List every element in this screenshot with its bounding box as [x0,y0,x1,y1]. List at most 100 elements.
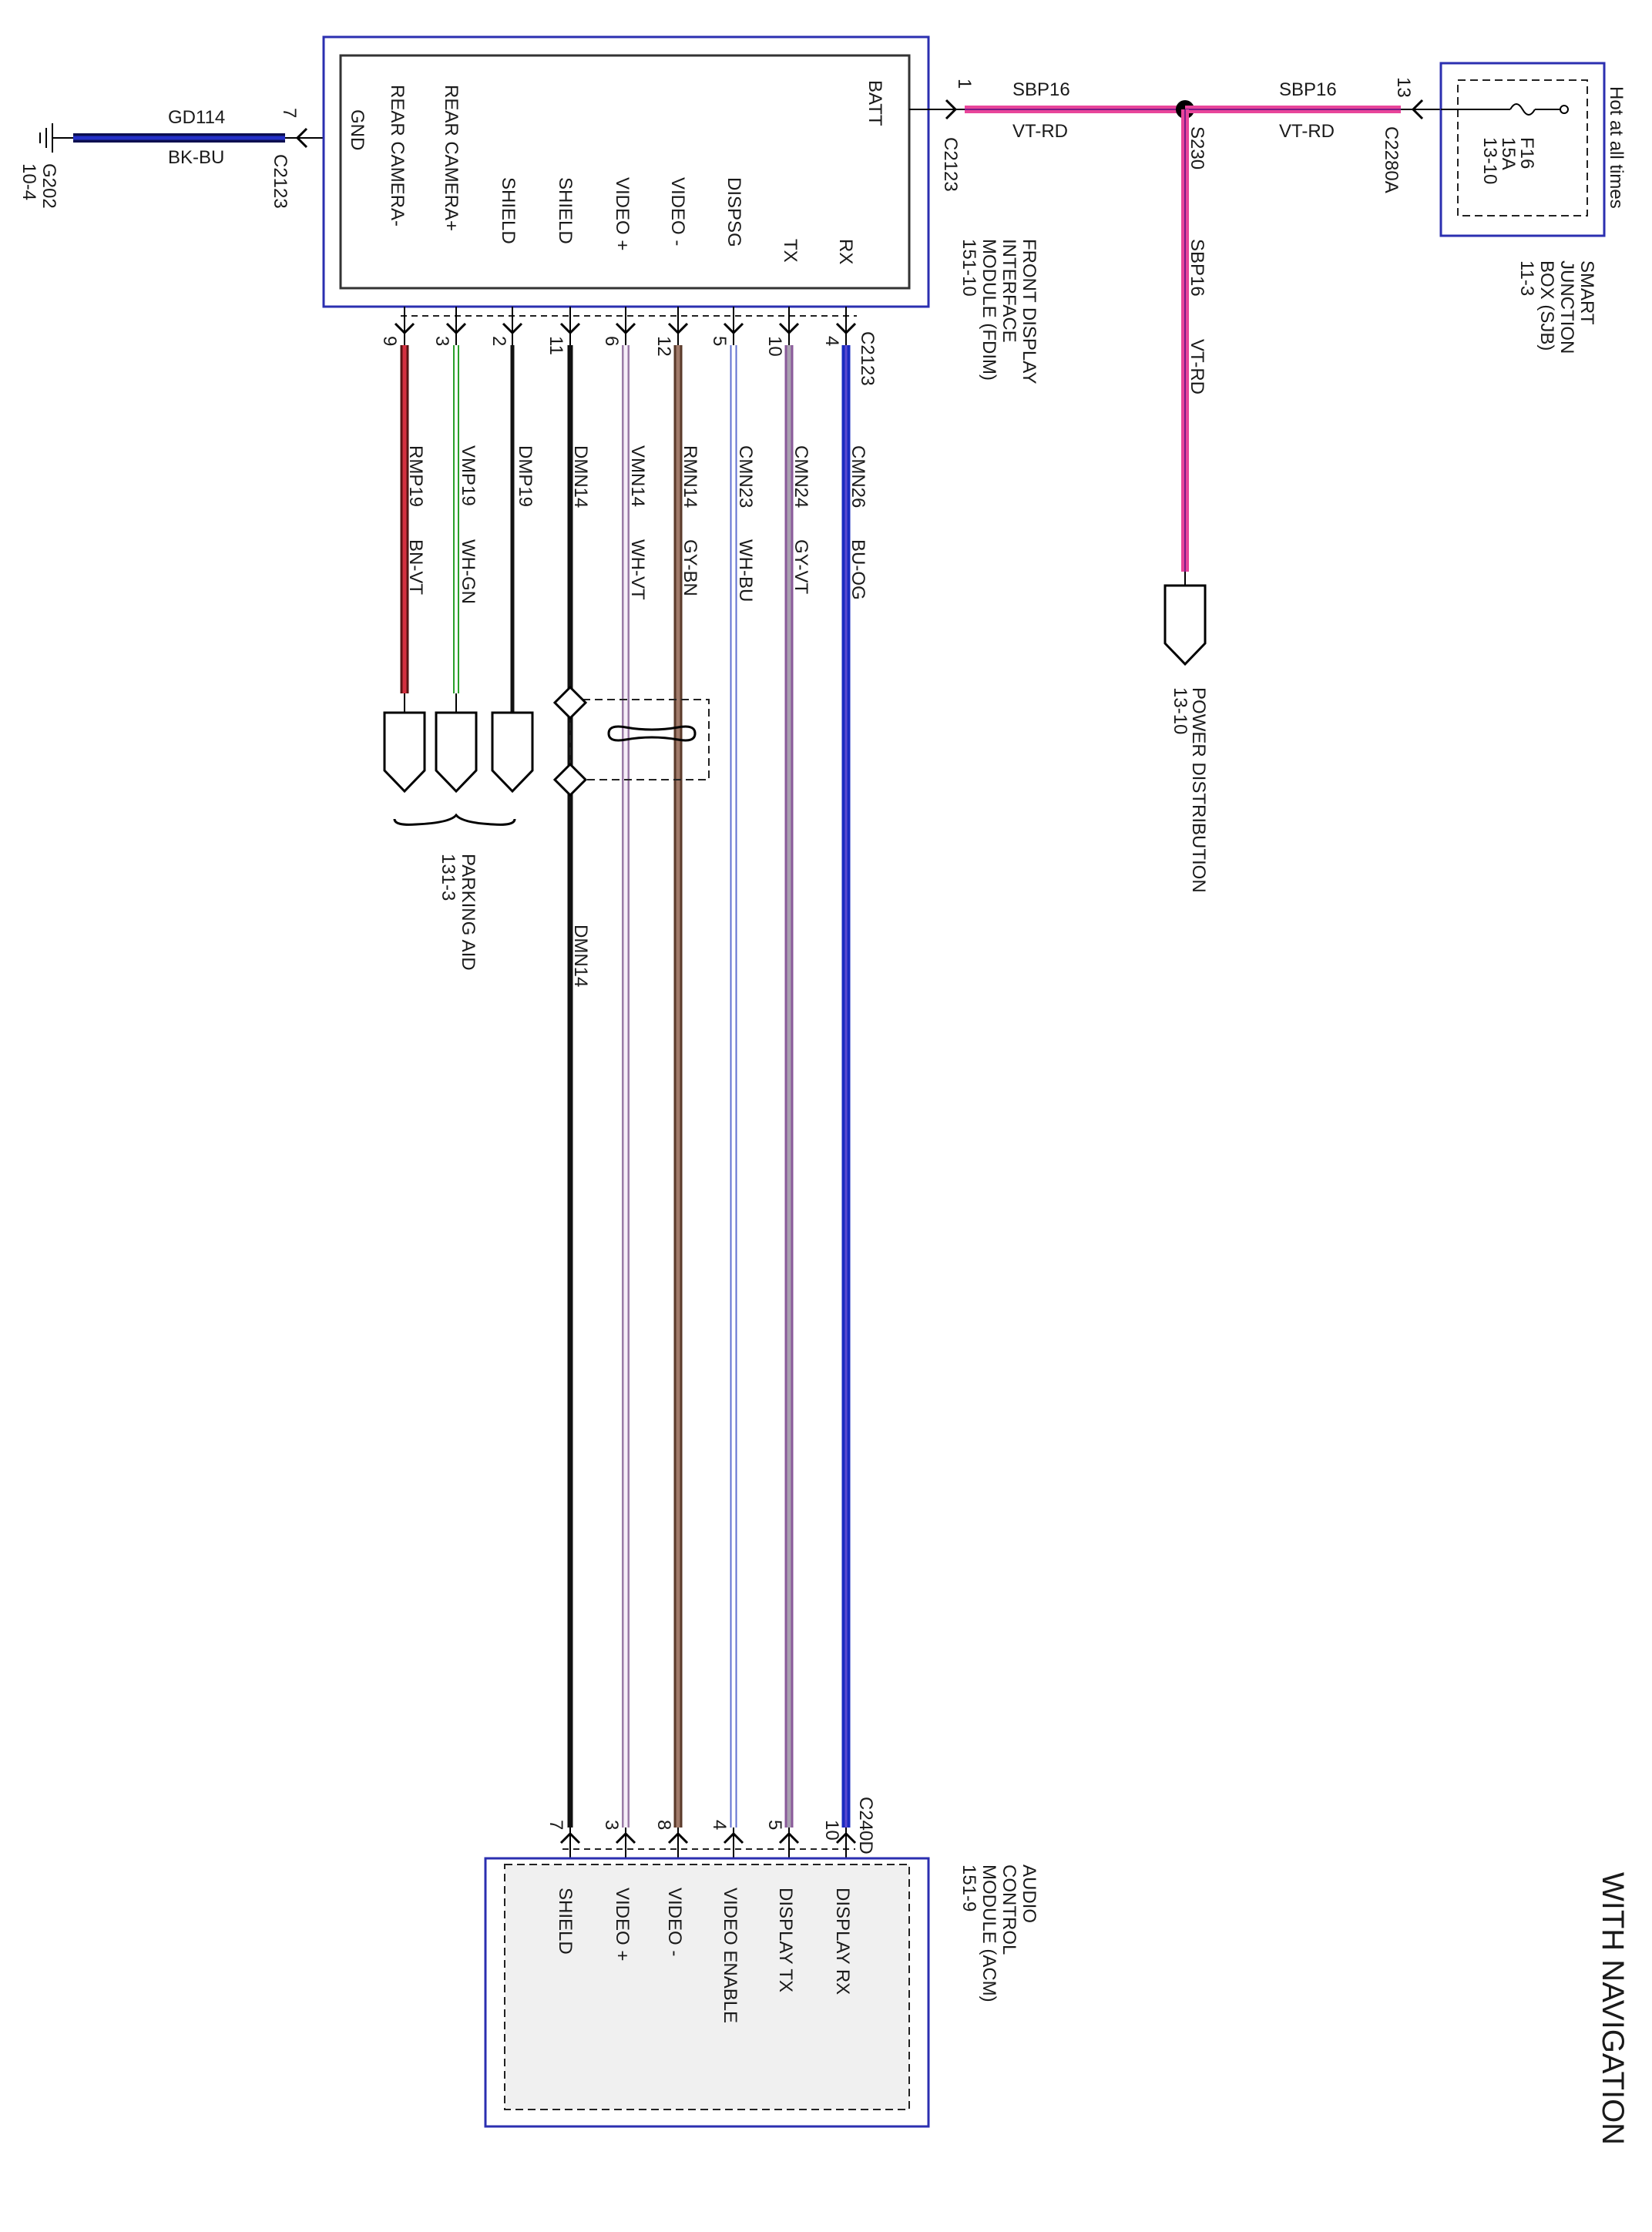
acm-pin-video-enable: VIDEO ENABLE [720,1888,740,2023]
fdim-pin-rear-camera-plus: REAR CAMERA+ [441,85,462,231]
label-vmp19-code: VMP19 [458,445,478,506]
wire-dmn14 [559,307,581,1828]
label-rmp19-color: BN-VT [405,539,426,595]
sjb-terminal-arrow [1411,99,1424,120]
sjb-name-line3: BOX (SJB) [1536,260,1557,351]
sjb-circuit-color: VT-RD [1279,121,1335,142]
parking-aid-label: PARKING AID [458,854,478,971]
power-dist-code: SBP16 [1187,239,1207,297]
label-rmp19-code: RMP19 [405,445,426,507]
pin-num-2: 2 [489,336,509,346]
fdim-pin-video-plus: VIDEO + [612,177,633,250]
acm-module-body [504,1864,910,2110]
fdim-wire-labels: RMP19 BN-VT VMP19 WH-GN DMP19 DMN14 VMN1… [405,445,868,604]
sjb-name-line2: JUNCTION [1556,260,1577,354]
diagram-title: WITH NAVIGATION [1596,1872,1630,2145]
wire-vmn14 [615,307,636,1828]
power-dist-page: 13-10 [1170,687,1190,734]
gnd-terminal-arrow [295,127,308,149]
batt-connector: C2123 [940,137,961,192]
acm-pin-num-3: 3 [601,1820,622,1830]
fdim-name-line3: MODULE (FDIM) [979,239,999,381]
wire-vmp19 [445,307,467,713]
fdim-name-line4: 151-10 [959,239,979,297]
acm-pin-num-10: 10 [821,1820,842,1841]
acm-pin-display-tx: DISPLAY TX [775,1888,796,1992]
parking-aid-connector-1 [383,711,426,794]
fdim-pin-gnd: GND [347,109,368,150]
acm-pin-video-minus: VIDEO - [664,1888,685,1956]
label-vmp19-color: WH-GN [458,539,478,604]
wire-dmp19 [502,307,523,713]
pin-num-11: 11 [546,336,566,355]
splice-ref: S230 [1187,126,1207,169]
parking-aid-connectors [383,711,534,826]
sjb-hot-label: Hot at all times [1606,86,1627,209]
acm-name-line4: 151-9 [959,1864,979,1911]
wire-cmn23 [723,307,744,1828]
label-cmn26-code: CMN26 [848,445,868,508]
label-rmn14-code: RMN14 [680,445,700,508]
fuse-rating: 15A [1498,137,1519,170]
ground-symbol [39,123,73,153]
label-rmn14-color: GY-BN [680,539,700,596]
acm-pin-numbers: 7 3 8 4 5 10 [546,1820,842,1841]
batt-terminal-arrow [945,99,958,120]
acm-pin-num-8: 8 [653,1820,674,1830]
shield-diamond-bottom [552,762,588,797]
pin-num-12: 12 [653,336,674,357]
acm-name: AUDIO CONTROL MODULE (ACM) 151-9 [959,1864,1039,2002]
fdim-name-line2: INTERFACE [999,239,1019,343]
fdim-pin-rear-camera-minus: REAR CAMERA- [387,85,408,227]
power-dist-label: POWER DISTRIBUTION [1188,687,1209,893]
pin-num-6: 6 [601,336,622,346]
fdim-name-line1: FRONT DISPLAY [1019,239,1039,384]
parking-aid-connector-2 [435,711,478,794]
label-vmn14-code: VMN14 [627,445,648,507]
gnd-connector: C2123 [270,154,290,209]
pin-num-4: 4 [821,336,842,346]
acm-pin-num-7: 7 [546,1820,566,1830]
parking-aid-brace [393,813,516,826]
sjb-name-line1: SMART [1576,260,1597,325]
batt-circuit-color: VT-RD [1012,121,1068,142]
acm-pin-video-plus: VIDEO + [612,1888,633,1961]
shield-diamond-top [552,685,588,720]
acm-pin-display-rx: DISPLAY RX [832,1888,853,1995]
gnd-circuit-code: GD114 [168,107,225,128]
acm-pin-num-4: 4 [709,1820,730,1830]
label-cmn24-color: GY-VT [791,539,811,594]
sjb-connector: C2280A [1381,126,1402,193]
power-dist-connector [1163,584,1207,666]
parking-aid-page: 131-3 [438,854,458,901]
sjb-name-line4: 11-3 [1516,260,1537,296]
fdim-pin-shield-1: SHIELD [498,177,519,244]
label-cmn24-code: CMN24 [791,445,811,508]
dmn14-lower-label: DMN14 [570,925,591,987]
batt-circuit-code: SBP16 [1012,79,1070,100]
sjb-name: SMART JUNCTION BOX (SJB) 11-3 [1516,260,1597,354]
shield-break [552,685,710,797]
fdim-pin-shield-2: SHIELD [555,177,576,244]
sjb-inner [1457,79,1588,216]
label-dmn14-code: DMN14 [570,445,591,508]
fuse-page: 13-10 [1479,137,1500,184]
label-vmn14-color: WH-VT [627,539,648,600]
fdim-name: FRONT DISPLAY INTERFACE MODULE (FDIM) 15… [959,239,1039,384]
pin-num-5: 5 [709,336,730,346]
wire-cmn24 [778,307,800,1828]
fuse-id: F16 [1516,137,1537,169]
fdim-pin-labels: GND REAR CAMERA- REAR CAMERA+ SHIELD SHI… [347,80,885,264]
twisted-pair-symbol [607,725,697,742]
sjb-box [1439,62,1606,237]
pin-num-3: 3 [431,336,452,346]
acm-pin-labels: SHIELD VIDEO + VIDEO - VIDEO ENABLE DISP… [555,1888,853,2023]
acm-name-line2: CONTROL [999,1864,1019,1955]
pin-num-10: 10 [764,336,785,357]
fdim-pin-tx: TX [780,239,801,263]
fdim-pin-rx: RX [835,239,856,264]
ground-ref: G202 [39,163,59,209]
fuse-icon [1509,103,1536,116]
label-dmp19-code: DMP19 [515,445,536,507]
